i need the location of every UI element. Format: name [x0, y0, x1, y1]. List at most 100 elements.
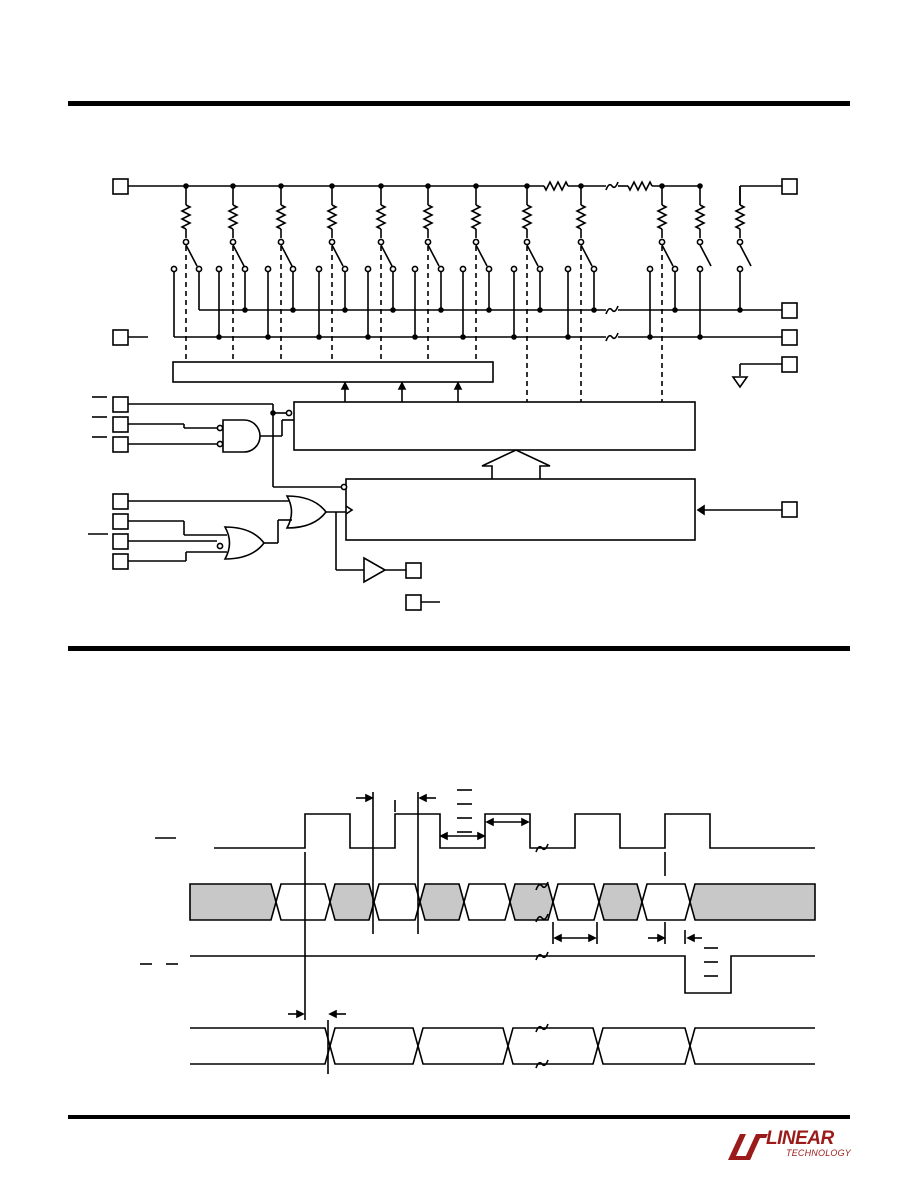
pin-box-ground — [781, 356, 798, 373]
switch-contact — [411, 265, 419, 273]
data-bus-shaded-segment — [189, 883, 277, 921]
switch-icon — [699, 244, 712, 267]
switch-contact — [389, 265, 397, 273]
buffer-icon — [363, 556, 387, 584]
output-bus-segment — [597, 1027, 691, 1065]
switch-contact — [241, 265, 249, 273]
output-bus-segment — [329, 1027, 419, 1065]
arrow-icon — [418, 793, 427, 803]
strobe-waveform — [190, 955, 815, 994]
arrow-icon — [477, 831, 486, 841]
inversion-bubble — [216, 440, 224, 448]
inversion-bubble — [216, 424, 224, 432]
resistor-icon — [521, 204, 533, 230]
junction-dot — [565, 334, 571, 340]
switch-contact — [341, 265, 349, 273]
switch-icon — [380, 244, 393, 267]
switch-contact — [696, 238, 704, 246]
pin-box-in6 — [112, 533, 129, 550]
switch-icon — [427, 244, 440, 267]
data-bus-clear-segment — [641, 883, 691, 921]
resistor-icon — [470, 204, 482, 230]
arrow-icon — [328, 1009, 337, 1019]
output-bus-segment — [507, 1027, 599, 1065]
resistor-icon — [694, 204, 706, 230]
arrow-icon — [397, 381, 407, 390]
switch-contact — [277, 238, 285, 246]
output-bus-segment — [190, 1027, 331, 1065]
switch-contact — [195, 265, 203, 273]
junction-dot — [486, 307, 492, 313]
decoder-block — [172, 361, 494, 383]
switch-icon — [661, 244, 674, 267]
switch-contact — [315, 265, 323, 273]
switch-contact — [289, 265, 297, 273]
switch-contact — [485, 265, 493, 273]
resistor-icon — [656, 204, 668, 230]
break-mark-icon — [535, 913, 549, 923]
switch-contact — [472, 238, 480, 246]
switch-contact — [536, 265, 544, 273]
arrow-icon — [365, 793, 374, 803]
block-diagram — [88, 178, 798, 611]
switch-contact — [328, 238, 336, 246]
pin-box-in5 — [112, 513, 129, 530]
inversion-bubble — [340, 483, 348, 491]
top-rule — [68, 101, 850, 106]
arrow-icon — [588, 933, 597, 943]
switch-contact — [736, 238, 744, 246]
switch-contact — [182, 238, 190, 246]
data-bus-clear-segment — [463, 883, 511, 921]
pin-box-out2 — [405, 594, 422, 611]
switch-contact — [264, 265, 272, 273]
data-bus-shaded-segment — [419, 883, 465, 921]
junction-dot — [697, 334, 703, 340]
pin-box-in7 — [112, 553, 129, 570]
switch-icon — [580, 244, 593, 267]
junction-dot — [242, 307, 248, 313]
switch-icon — [526, 244, 539, 267]
resistor-icon — [543, 180, 569, 192]
arrow-icon — [485, 817, 494, 827]
switch-contact — [170, 265, 178, 273]
pin-box-in3 — [112, 436, 129, 453]
break-mark-icon — [535, 1023, 549, 1033]
arrow-icon — [521, 817, 530, 827]
junction-dot — [672, 307, 678, 313]
switch-icon — [331, 244, 344, 267]
inversion-bubble — [216, 542, 224, 550]
switch-contact — [658, 238, 666, 246]
junction-dot — [697, 183, 703, 189]
resistor-icon — [180, 204, 192, 230]
arrow-icon — [696, 504, 705, 516]
pin-box-bus-b — [781, 329, 798, 346]
break-mark-icon — [535, 1059, 549, 1069]
resistor-icon — [275, 204, 287, 230]
pin-box-in4 — [112, 493, 129, 510]
switch-contact — [364, 265, 372, 273]
data-bus-shaded-segment — [509, 883, 554, 921]
clock-input-icon — [345, 505, 354, 515]
switch-contact — [736, 265, 744, 273]
junction-dot — [316, 334, 322, 340]
switch-contact — [510, 265, 518, 273]
data-bus-shaded-segment — [598, 883, 643, 921]
ground-icon — [731, 376, 749, 389]
junction-dot — [290, 307, 296, 313]
junction-dot — [265, 334, 271, 340]
pin-box-bus-a — [781, 302, 798, 319]
or-gate-icon — [285, 495, 328, 529]
pin-box-right-top — [781, 178, 798, 195]
junction-dot — [737, 307, 743, 313]
output-bus-segment — [417, 1027, 509, 1065]
logo-wordmark: LINEAR — [766, 1128, 834, 1149]
data-bus-clear-segment — [552, 883, 600, 921]
junction-dot — [647, 334, 653, 340]
data-bus-clear-segment — [373, 883, 421, 921]
data-bus-clear-segment — [275, 883, 331, 921]
lt-logo-icon — [728, 1134, 768, 1160]
resistor-icon — [326, 204, 338, 230]
junction-dot — [460, 334, 466, 340]
switch-contact — [437, 265, 445, 273]
